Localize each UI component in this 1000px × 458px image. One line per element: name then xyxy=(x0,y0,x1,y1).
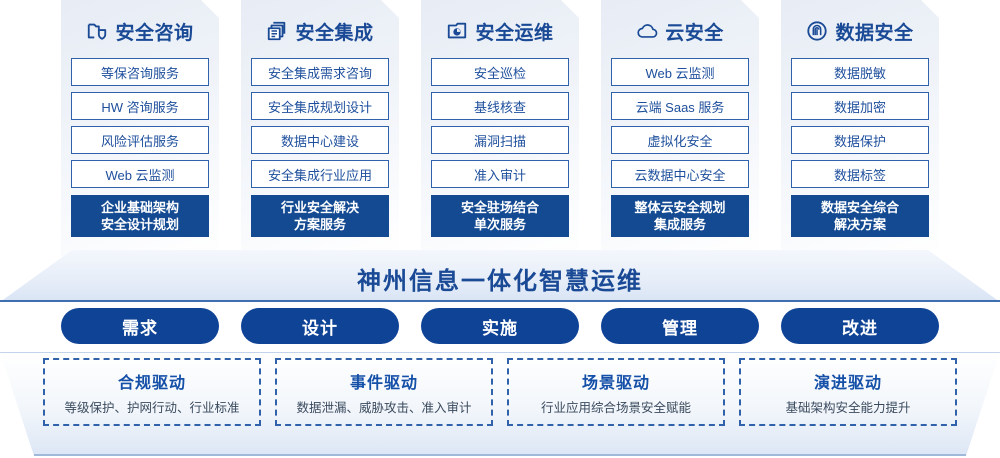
driver-title: 事件驱动 xyxy=(349,374,418,392)
platform-banner: 神州信息一体化智慧运维 xyxy=(0,250,1000,302)
highlight-line-2: 单次服务 xyxy=(473,217,526,232)
column-highlight-box[interactable]: 行业安全解决 方案服务 xyxy=(251,195,389,237)
stage-pill-management[interactable]: 管理 xyxy=(601,308,759,344)
service-item[interactable]: 漏洞扫描 xyxy=(431,126,569,154)
service-column-security-consulting[interactable]: 安全咨询 等保咨询服务 HW 咨询服务 风险评估服务 Web 云监测 企业基础架… xyxy=(61,0,219,256)
driver-card-scenario[interactable]: 场景驱动 行业应用综合场景安全赋能 xyxy=(507,358,725,426)
highlight-line-2: 解决方案 xyxy=(833,217,886,232)
drivers-list: 合规驱动 等级保护、护网行动、行业标准 事件驱动 数据泄漏、威胁攻击、准入审计 … xyxy=(0,358,1000,446)
highlight-line-1: 安全驻场结合 xyxy=(460,200,539,215)
column-title: 安全集成 xyxy=(295,22,374,44)
cloud-icon xyxy=(636,20,658,42)
stage-pill-improvement[interactable]: 改进 xyxy=(781,308,939,344)
highlight-line-2: 集成服务 xyxy=(653,217,706,232)
service-item[interactable]: 虚拟化安全 xyxy=(611,126,749,154)
column-header: 安全集成 xyxy=(251,8,389,54)
service-item[interactable]: 数据标签 xyxy=(791,160,929,188)
driver-subtitle: 数据泄漏、威胁攻击、准入审计 xyxy=(296,400,472,415)
highlight-line-1: 企业基础架构 xyxy=(100,200,179,215)
banner-title: 神州信息一体化智慧运维 xyxy=(357,267,643,295)
driver-card-incident[interactable]: 事件驱动 数据泄漏、威胁攻击、准入审计 xyxy=(275,358,493,426)
service-item[interactable]: 准入审计 xyxy=(431,160,569,188)
highlight-line-1: 整体云安全规划 xyxy=(634,200,726,215)
column-title: 安全运维 xyxy=(475,22,554,44)
service-item[interactable]: HW 咨询服务 xyxy=(71,92,209,120)
highlight-line-2: 安全设计规划 xyxy=(100,217,179,232)
service-item[interactable]: Web 云监测 xyxy=(71,160,209,188)
driver-title: 场景驱动 xyxy=(581,374,650,392)
stage-pill-design[interactable]: 设计 xyxy=(241,308,399,344)
driver-card-evolution[interactable]: 演进驱动 基础架构安全能力提升 xyxy=(739,358,957,426)
folder-shield-icon xyxy=(86,20,108,42)
service-item[interactable]: 安全集成规划设计 xyxy=(251,92,389,120)
service-item[interactable]: 风险评估服务 xyxy=(71,126,209,154)
service-item[interactable]: Web 云监测 xyxy=(611,58,749,86)
service-column-cloud-security[interactable]: 云安全 Web 云监测 云端 Saas 服务 虚拟化安全 云数据中心安全 整体云… xyxy=(601,0,759,256)
service-item[interactable]: 数据脱敏 xyxy=(791,58,929,86)
column-title: 安全咨询 xyxy=(115,22,194,44)
service-item[interactable]: 云数据中心安全 xyxy=(611,160,749,188)
column-highlight-box[interactable]: 企业基础架构 安全设计规划 xyxy=(71,195,209,237)
column-header: 数据安全 xyxy=(791,8,929,54)
service-item[interactable]: 等保咨询服务 xyxy=(71,58,209,86)
service-column-security-integration[interactable]: 安全集成 安全集成需求咨询 安全集成规划设计 数据中心建设 安全集成行业应用 行… xyxy=(241,0,399,256)
fingerprint-icon xyxy=(806,20,828,42)
drivers-section: 合规驱动 等级保护、护网行动、行业标准 事件驱动 数据泄漏、威胁攻击、准入审计 … xyxy=(0,352,1000,456)
driver-card-compliance[interactable]: 合规驱动 等级保护、护网行动、行业标准 xyxy=(43,358,261,426)
drivers-bottom-edge xyxy=(34,454,966,456)
service-item[interactable]: 基线核查 xyxy=(431,92,569,120)
service-item[interactable]: 云端 Saas 服务 xyxy=(611,92,749,120)
driver-title: 合规驱动 xyxy=(117,374,186,392)
highlight-line-1: 数据安全综合 xyxy=(820,200,899,215)
service-columns: 安全咨询 等保咨询服务 HW 咨询服务 风险评估服务 Web 云监测 企业基础架… xyxy=(0,0,1000,256)
driver-subtitle: 等级保护、护网行动、行业标准 xyxy=(64,400,240,415)
column-header: 安全运维 xyxy=(431,8,569,54)
column-header: 云安全 xyxy=(611,8,749,54)
stacked-documents-icon xyxy=(266,20,288,42)
column-title: 数据安全 xyxy=(835,22,914,44)
stage-pill-implementation[interactable]: 实施 xyxy=(421,308,579,344)
banner-trapezoid-shape xyxy=(0,250,1000,302)
service-item[interactable]: 安全巡检 xyxy=(431,58,569,86)
highlight-line-1: 行业安全解决 xyxy=(280,200,359,215)
column-title: 云安全 xyxy=(665,22,724,44)
driver-title: 演进驱动 xyxy=(813,374,882,392)
column-header: 安全咨询 xyxy=(71,8,209,54)
service-item[interactable]: 安全集成需求咨询 xyxy=(251,58,389,86)
service-item[interactable]: 安全集成行业应用 xyxy=(251,160,389,188)
driver-subtitle: 行业应用综合场景安全赋能 xyxy=(540,400,691,415)
column-highlight-box[interactable]: 安全驻场结合 单次服务 xyxy=(431,195,569,237)
column-highlight-box[interactable]: 数据安全综合 解决方案 xyxy=(791,195,929,237)
service-column-data-security[interactable]: 数据安全 数据脱敏 数据加密 数据保护 数据标签 数据安全综合 解决方案 xyxy=(781,0,939,256)
stage-pill-requirement[interactable]: 需求 xyxy=(61,308,219,344)
column-highlight-box[interactable]: 整体云安全规划 集成服务 xyxy=(611,195,749,237)
service-item[interactable]: 数据加密 xyxy=(791,92,929,120)
driver-subtitle: 基础架构安全能力提升 xyxy=(785,400,911,415)
highlight-line-2: 方案服务 xyxy=(293,217,346,232)
lifecycle-stages: 需求 设计 实施 管理 改进 xyxy=(0,308,1000,348)
service-item[interactable]: 数据中心建设 xyxy=(251,126,389,154)
service-item[interactable]: 数据保护 xyxy=(791,126,929,154)
monitor-chart-icon xyxy=(446,20,468,42)
drivers-trapezoid-shape xyxy=(0,352,1000,456)
banner-bottom-edge xyxy=(0,300,1000,302)
service-column-security-operations[interactable]: 安全运维 安全巡检 基线核查 漏洞扫描 准入审计 安全驻场结合 单次服务 xyxy=(421,0,579,256)
